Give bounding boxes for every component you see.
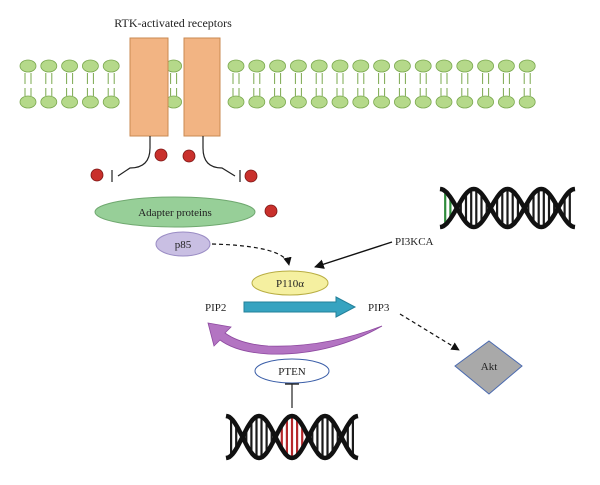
adapter-proteins-node	[94, 196, 256, 228]
dna-strand	[439, 186, 576, 230]
rtk-receptor-right	[183, 37, 221, 137]
membrane-lipid-icon	[269, 59, 287, 73]
membrane-lipid-icon	[19, 95, 37, 109]
receptors-label: RTK-activated receptors	[114, 16, 232, 30]
p110-alpha-node	[251, 270, 329, 296]
membrane-lipid-icon	[248, 59, 266, 73]
membrane-lipid-icon	[40, 59, 58, 73]
membrane-lipid-icon	[61, 95, 78, 109]
membrane-lipid-icon	[456, 59, 474, 73]
phosphate-icon	[90, 168, 104, 182]
dna-helix-icon	[225, 413, 359, 461]
membrane-lipid-icon	[289, 95, 307, 109]
pip2-label: PIP2	[205, 302, 226, 314]
membrane-lipid-icon	[393, 59, 411, 73]
cell-membrane	[19, 59, 536, 109]
membrane-lipid-icon	[518, 59, 536, 73]
pi3kca-to-p110-arrow	[314, 241, 393, 269]
p85-node	[155, 231, 211, 257]
akt-node	[454, 340, 523, 395]
membrane-lipid-icon	[456, 95, 474, 109]
phosphate-icon	[154, 148, 168, 162]
membrane-lipid-icon	[82, 59, 99, 73]
p85-label: p85	[175, 239, 192, 251]
adapter-proteins-label: Adapter proteins	[138, 207, 212, 219]
dna-strand	[439, 186, 576, 230]
receptor-right-tail	[202, 136, 236, 177]
membrane-lipid-icon	[414, 95, 432, 109]
membrane-lipid-icon	[497, 95, 515, 109]
receptor-right-body	[183, 37, 221, 137]
phosphate-icon	[264, 204, 278, 218]
membrane-lipid-icon	[102, 95, 120, 109]
membrane-lipid-icon	[393, 95, 411, 109]
phosphate-icon	[182, 149, 196, 163]
membrane-lipid-icon	[61, 59, 78, 73]
membrane-lipid-icon	[352, 59, 370, 73]
membrane-lipid-icon	[477, 59, 495, 73]
pten-node	[254, 358, 330, 384]
pten-label: PTEN	[278, 366, 306, 378]
membrane-lipid-icon	[373, 59, 391, 73]
membrane-lipid-icon	[352, 95, 370, 109]
membrane-lipid-icon	[227, 59, 245, 73]
p85-to-p110-arrow	[211, 243, 292, 266]
receptor-left-tail	[117, 136, 151, 177]
membrane-lipid-icon	[414, 59, 432, 73]
akt-label: Akt	[481, 361, 498, 373]
dna-helix-icon	[439, 186, 576, 230]
pip2-to-pip3-arrow	[243, 296, 357, 318]
p110-alpha-label: P110α	[276, 278, 304, 290]
membrane-lipid-icon	[19, 59, 37, 73]
membrane-lipid-icon	[310, 59, 328, 73]
pip3-to-pip2-reverse-arrow	[207, 322, 383, 355]
membrane-lipid-icon	[310, 95, 328, 109]
membrane-lipid-icon	[518, 95, 536, 109]
membrane-lipid-icon	[331, 95, 349, 109]
membrane-lipid-icon	[477, 95, 495, 109]
membrane-lipid-icon	[331, 59, 349, 73]
membrane-lipid-icon	[227, 95, 245, 109]
membrane-lipid-icon	[289, 59, 307, 73]
receptor-left-body	[129, 37, 169, 137]
membrane-lipid-icon	[102, 59, 120, 73]
membrane-lipid-icon	[497, 59, 515, 73]
phosphate-icon	[244, 169, 258, 183]
membrane-lipid-icon	[435, 59, 453, 73]
dna-strand	[225, 413, 359, 461]
membrane-lipid-icon	[435, 95, 453, 109]
membrane-lipid-icon	[269, 95, 287, 109]
membrane-lipid-icon	[248, 95, 266, 109]
dna-strand	[225, 413, 359, 461]
pip3-label: PIP3	[368, 302, 390, 314]
pip3-to-akt-arrow	[399, 313, 460, 351]
pi3kca-label: PI3KCA	[395, 236, 434, 248]
membrane-lipid-icon	[82, 95, 99, 109]
membrane-lipid-icon	[373, 95, 391, 109]
rtk-receptor-left	[129, 37, 169, 137]
membrane-lipid-icon	[40, 95, 58, 109]
